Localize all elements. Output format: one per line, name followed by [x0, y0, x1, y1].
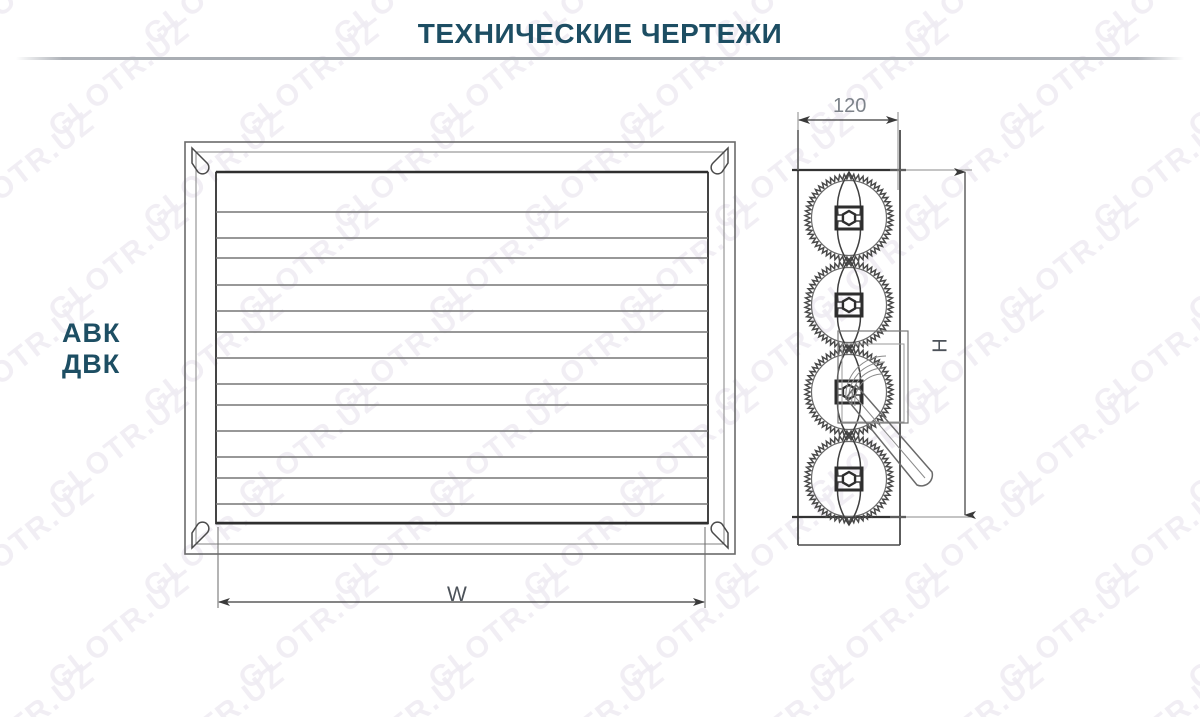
gear-teeth-rim: [803, 433, 895, 525]
handle-arc-1: [845, 355, 887, 401]
model-label-line-1: АВК: [62, 318, 121, 348]
blade-profile-upper: [836, 431, 862, 477]
gear-hub-housing: [834, 292, 864, 318]
header-divider: [16, 57, 1184, 60]
dimension-label-height: H: [929, 338, 952, 353]
dimension-depth: [797, 112, 899, 190]
dimension-width: [217, 527, 706, 608]
handle-bracket-inner: [841, 343, 905, 423]
front-blade-field: [215, 171, 709, 525]
front-outer-frame: [184, 141, 736, 555]
front-inner-frame: [195, 151, 725, 545]
gear-hex-bore: [841, 296, 857, 314]
model-label-line-2: ДВК: [62, 349, 121, 379]
page-title: ТЕХНИЧЕСКИЕ ЧЕРТЕЖИ: [417, 18, 783, 49]
blade-profile-upper: [836, 257, 862, 303]
dimension-label-depth: 120: [833, 95, 867, 117]
front-corner-brackets: [191, 146, 729, 550]
model-label: АВК ДВК: [62, 318, 120, 380]
side-view-group: [792, 112, 976, 546]
dimension-height: [890, 168, 976, 519]
gear-pitch-circle: [810, 266, 888, 344]
blade-profile-lower: [836, 220, 862, 266]
corner-bracket-bottom-left: [191, 521, 210, 550]
blade-profile-lower: [836, 481, 862, 527]
front-view-group: [184, 141, 736, 608]
handle-arc-3: [851, 367, 885, 405]
dimension-label-width: W: [447, 583, 467, 606]
gear-hub-housing: [834, 466, 864, 492]
side-blade-gear-assembly-2: [803, 257, 895, 353]
side-blade-gear-assembly-4: [803, 431, 895, 527]
gear-hub-housing: [834, 205, 864, 231]
blade-profile-lower: [836, 307, 862, 353]
gear-pitch-circle: [810, 353, 888, 431]
side-blade-gear-assembly-1: [803, 170, 895, 266]
gear-pitch-circle: [810, 440, 888, 518]
gear-pitch-circle: [810, 179, 888, 257]
gear-hex-bore: [841, 209, 857, 227]
handle-lever-center: [850, 391, 926, 479]
corner-bracket-top-right: [710, 146, 729, 175]
handle-bracket-outer: [837, 330, 909, 424]
handle-arc-4: [854, 373, 884, 407]
handle-lever-body: [845, 383, 934, 487]
blade-profile-upper: [836, 170, 862, 216]
gear-hex-bore: [841, 470, 857, 488]
corner-bracket-top-left: [191, 146, 210, 175]
front-louver-blades: [216, 211, 708, 505]
page-header: ТЕХНИЧЕСКИЕ ЧЕРТЕЖИ: [0, 0, 1200, 60]
operating-handle-mechanism[interactable]: [837, 330, 934, 487]
corner-bracket-bottom-right: [710, 521, 729, 550]
